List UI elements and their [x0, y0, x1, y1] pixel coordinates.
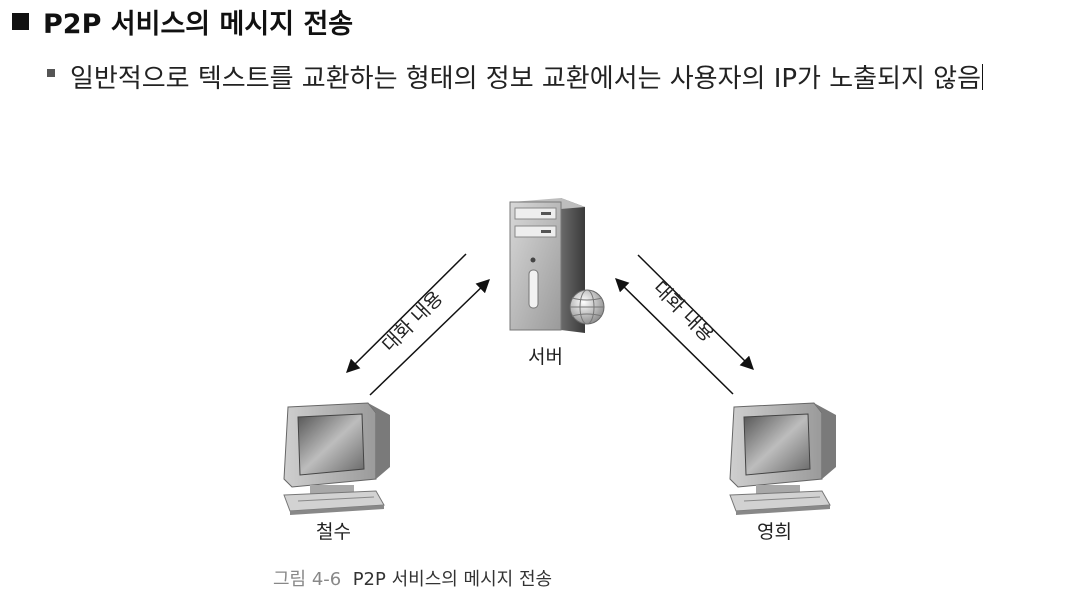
figure-number: 그림 4-6: [273, 569, 342, 590]
right-arrow-up: [615, 278, 734, 395]
left-client-label: 철수: [316, 521, 351, 543]
left-arrow-down: [346, 253, 467, 373]
square-bullet-icon: [12, 12, 29, 30]
bullet-paragraph-text: 일반적으로 텍스트를 교환하는 형태의 정보 교환에서는 사용자의 IP가 노출…: [70, 64, 982, 94]
section-heading: P2P 서비스의 메시지 전송: [12, 4, 354, 40]
bullet-paragraph: 일반적으로 텍스트를 교환하는 형태의 정보 교환에서는 사용자의 IP가 노출…: [70, 55, 1080, 103]
right-arrow-down: [637, 254, 754, 370]
text-cursor: [982, 64, 984, 90]
small-square-bullet-icon: [47, 69, 55, 77]
left-arrow-up: [369, 279, 490, 396]
server-tower-icon: [509, 198, 605, 333]
server-label: 서버: [528, 346, 563, 368]
figure-caption: 그림 4-6 P2P 서비스의 메시지 전송: [273, 565, 552, 591]
left-computer-icon: [283, 402, 390, 515]
figure-title: P2P 서비스의 메시지 전송: [352, 569, 553, 590]
right-link-label: 대화 내용: [649, 277, 718, 346]
left-link-label: 대화 내용: [378, 287, 447, 356]
section-heading-text: P2P 서비스의 메시지 전송: [43, 8, 354, 40]
right-client-label: 영희: [757, 521, 792, 543]
right-computer-icon: [729, 402, 836, 515]
